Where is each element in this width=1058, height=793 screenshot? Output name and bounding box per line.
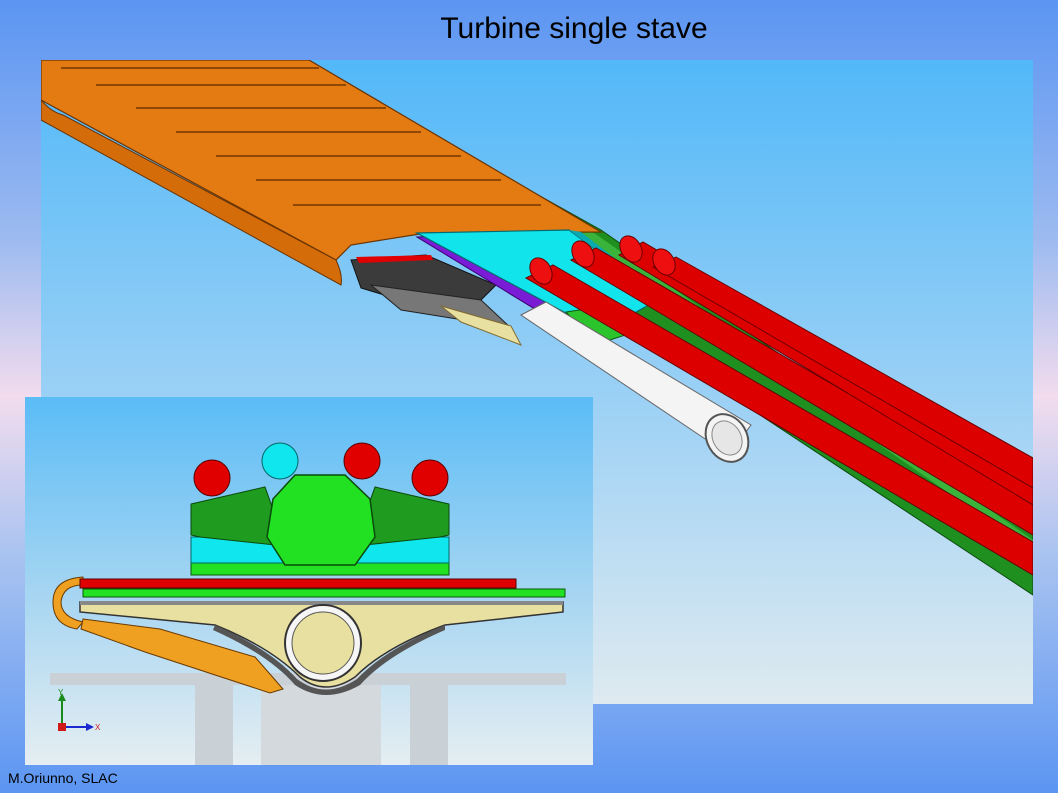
red-sheet bbox=[79, 578, 517, 589]
stave-cross-section: Y X bbox=[25, 397, 593, 765]
module-wrap bbox=[52, 576, 84, 630]
y-axis-label: Y bbox=[58, 688, 64, 697]
stave-3d-view bbox=[41, 60, 1033, 704]
inner-red-strip bbox=[356, 255, 433, 263]
foam-top-line bbox=[80, 601, 563, 605]
cooling-pipe-2 bbox=[569, 240, 1033, 536]
axis-triad: Y X bbox=[58, 688, 101, 732]
tube-bore bbox=[711, 420, 743, 456]
module-front-edge bbox=[41, 99, 342, 286]
bg-support-leg-2 bbox=[261, 685, 381, 765]
y-axis-arrow-icon bbox=[58, 693, 66, 701]
author-credit: M.Oriunno, SLAC bbox=[8, 770, 118, 786]
cross-section-drawing: Y X bbox=[50, 442, 566, 765]
bg-support-leg-3 bbox=[410, 685, 448, 765]
support-wing-right bbox=[364, 486, 450, 546]
x-axis-arrow-icon bbox=[86, 723, 94, 731]
cooling-pipes bbox=[524, 235, 1033, 576]
support-wing-left bbox=[190, 486, 276, 546]
stave-3d-drawing bbox=[41, 60, 1033, 596]
shingle-lines bbox=[61, 67, 541, 206]
axis-origin-icon bbox=[58, 723, 66, 731]
cooling-pipe-4 bbox=[651, 248, 1033, 489]
white-tube bbox=[520, 301, 752, 456]
pipe-red-3 bbox=[411, 459, 449, 497]
pipe-red-2 bbox=[343, 442, 381, 480]
foam-layer bbox=[440, 305, 523, 346]
module-lower-leg bbox=[80, 618, 284, 694]
pipe-red-1 bbox=[193, 459, 231, 497]
green-sheet bbox=[82, 588, 566, 598]
bg-support-leg-1 bbox=[195, 685, 233, 765]
pipe-cyan bbox=[261, 442, 299, 480]
module-shingles bbox=[41, 60, 604, 261]
x-axis-label: X bbox=[95, 723, 101, 732]
tube-bore-section bbox=[291, 611, 355, 675]
cooling-pipe-1 bbox=[524, 257, 1033, 576]
slide-title: Turbine single stave bbox=[440, 12, 708, 45]
central-cooling-block bbox=[266, 474, 376, 566]
